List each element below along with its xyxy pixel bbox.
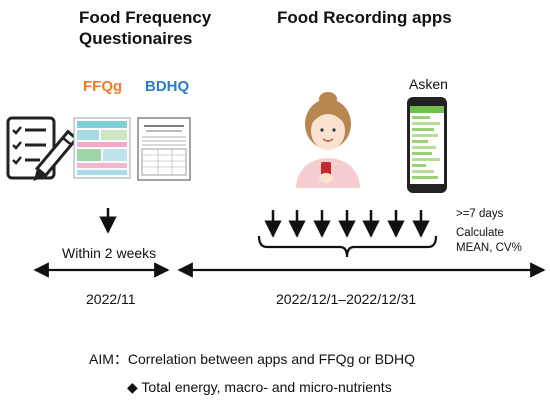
bdhq-form-thumbnail xyxy=(137,117,191,181)
apps-title: Food Recording apps xyxy=(277,8,452,27)
ffq-title-line1: Food Frequency xyxy=(79,8,212,27)
aim-statement: AIM：Correlation between apps and FFQg or… xyxy=(89,351,416,367)
nutrients-bullet: ◆ Total energy, macro- and micro-nutrien… xyxy=(127,379,392,395)
ffqg-form-thumbnail xyxy=(73,117,131,179)
mean-cv-label: MEAN, CV% xyxy=(456,242,522,254)
smartphone-app-icon xyxy=(407,97,447,193)
date-right: 2022/12/1–2022/12/31 xyxy=(276,291,417,307)
ffq-title-line2: Questionaires xyxy=(79,29,193,48)
asken-label: Asken xyxy=(409,76,448,92)
daily-recording-arrows xyxy=(264,210,430,238)
calculate-label: Calculate xyxy=(456,227,504,239)
ffqg-label: FFQg xyxy=(83,78,123,95)
days-brace xyxy=(257,235,438,258)
min-days-label: >=7 days xyxy=(456,208,504,220)
bdhq-label: BDHQ xyxy=(145,78,190,95)
date-left: 2022/11 xyxy=(86,291,136,307)
woman-with-phone-icon xyxy=(296,92,360,188)
within-two-weeks-label: Within 2 weeks xyxy=(62,245,157,261)
checklist-pen-icon xyxy=(6,116,79,182)
